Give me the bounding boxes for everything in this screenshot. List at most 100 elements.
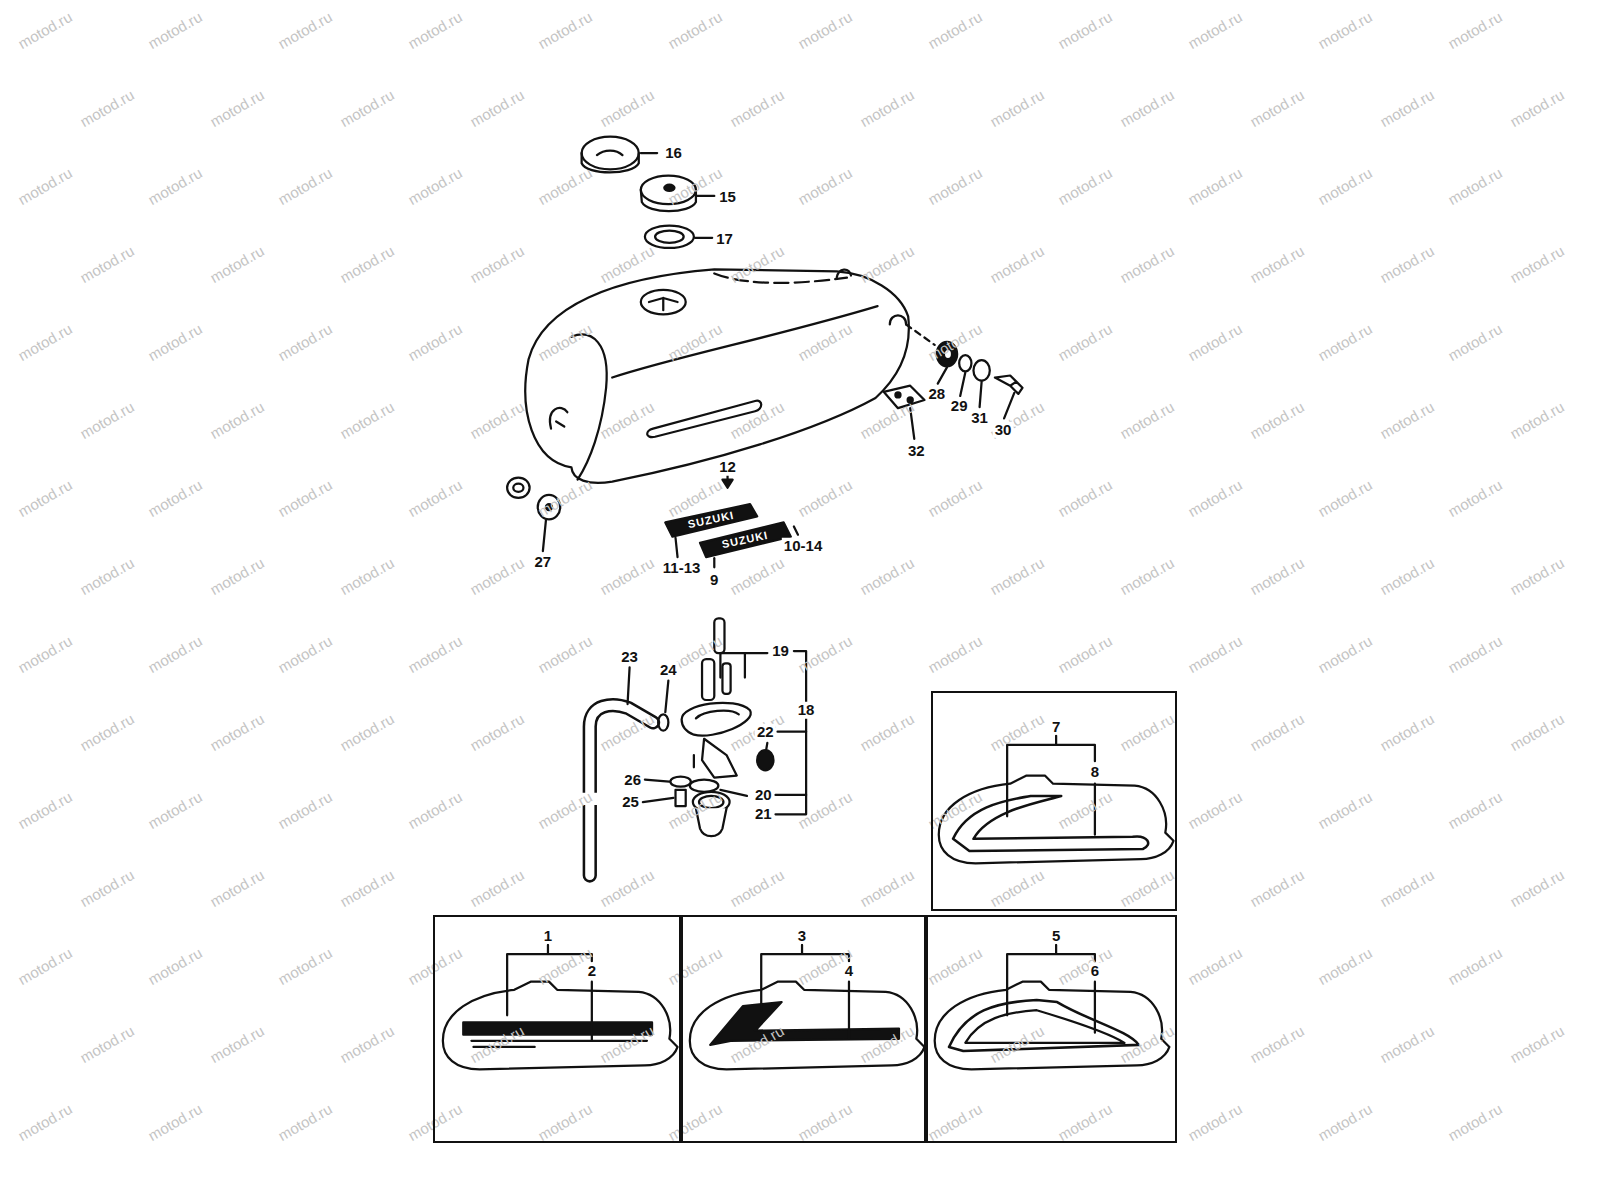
callout-number: 11-13: [661, 560, 703, 577]
watermark: motod.ru: [535, 788, 595, 832]
watermark: motod.ru: [15, 8, 75, 52]
watermark: motod.ru: [145, 632, 205, 676]
watermark: motod.ru: [467, 1022, 527, 1066]
watermark: motod.ru: [77, 554, 137, 598]
emblem-text: SUZUKI: [721, 530, 769, 551]
watermark: motod.ru: [727, 554, 787, 598]
watermark: motod.ru: [1445, 944, 1505, 988]
watermark: motod.ru: [925, 476, 985, 520]
watermark: motod.ru: [1185, 476, 1245, 520]
callout-number: 18: [796, 702, 817, 719]
watermark: motod.ru: [1055, 320, 1115, 364]
watermark: motod.ru: [405, 164, 465, 208]
watermark: motod.ru: [1117, 86, 1177, 130]
watermark: motod.ru: [405, 8, 465, 52]
callout-number: 15: [717, 189, 738, 206]
watermark: motod.ru: [467, 866, 527, 910]
callout-number: 5: [1050, 927, 1062, 944]
watermark: motod.ru: [1507, 554, 1567, 598]
watermark: motod.ru: [207, 1022, 267, 1066]
callout-number: 4: [843, 963, 855, 980]
watermark: motod.ru: [1247, 554, 1307, 598]
watermark: motod.ru: [467, 398, 527, 442]
watermark: motod.ru: [1315, 788, 1375, 832]
watermark: motod.ru: [1377, 1022, 1437, 1066]
watermark: motod.ru: [1507, 710, 1567, 754]
watermark: motod.ru: [1117, 866, 1177, 910]
watermark: motod.ru: [405, 476, 465, 520]
watermark: motod.ru: [15, 164, 75, 208]
watermark: motod.ru: [145, 788, 205, 832]
callout-number: 16: [663, 145, 684, 162]
watermark: motod.ru: [405, 944, 465, 988]
variant-panel: 34: [681, 915, 926, 1143]
watermark: motod.ru: [597, 1022, 657, 1066]
watermark: motod.ru: [15, 944, 75, 988]
variant-panel: 56: [926, 915, 1177, 1143]
watermark: motod.ru: [857, 398, 917, 442]
callout-number: 12: [717, 459, 738, 476]
watermark: motod.ru: [1507, 866, 1567, 910]
watermark: motod.ru: [1185, 788, 1245, 832]
callout-number: 1: [542, 927, 554, 944]
watermark: motod.ru: [1185, 320, 1245, 364]
watermark: motod.ru: [857, 86, 917, 130]
watermark: motod.ru: [1445, 632, 1505, 676]
watermark: motod.ru: [925, 788, 985, 832]
watermark: motod.ru: [1315, 632, 1375, 676]
watermark: motod.ru: [77, 710, 137, 754]
watermark: motod.ru: [1055, 476, 1115, 520]
callout-number: 20: [753, 787, 774, 804]
watermark: motod.ru: [987, 86, 1047, 130]
watermark: motod.ru: [1055, 8, 1115, 52]
callout-number: 10-14: [782, 538, 824, 555]
watermark: motod.ru: [1315, 320, 1375, 364]
watermark: motod.ru: [795, 476, 855, 520]
variant-panel: 12: [433, 915, 681, 1143]
watermark: motod.ru: [1445, 476, 1505, 520]
watermark: motod.ru: [1507, 86, 1567, 130]
watermark: motod.ru: [1247, 86, 1307, 130]
watermark: motod.ru: [795, 164, 855, 208]
watermark: motod.ru: [857, 710, 917, 754]
watermark: motod.ru: [337, 866, 397, 910]
watermark: motod.ru: [727, 866, 787, 910]
callout-number: 17: [714, 231, 735, 248]
watermark: motod.ru: [1117, 554, 1177, 598]
watermark: motod.ru: [727, 242, 787, 286]
watermark: motod.ru: [535, 164, 595, 208]
watermark: motod.ru: [15, 788, 75, 832]
watermark: motod.ru: [405, 1100, 465, 1144]
callout-number: 7: [1050, 718, 1062, 735]
watermark: motod.ru: [535, 476, 595, 520]
callout-number: 32: [906, 443, 927, 460]
watermark: motod.ru: [77, 86, 137, 130]
watermark: motod.ru: [275, 8, 335, 52]
watermark: motod.ru: [987, 866, 1047, 910]
callout-number: 21: [753, 806, 774, 823]
watermark: motod.ru: [795, 788, 855, 832]
watermark: motod.ru: [207, 866, 267, 910]
watermark: motod.ru: [1185, 164, 1245, 208]
watermark: motod.ru: [727, 398, 787, 442]
watermark: motod.ru: [925, 8, 985, 52]
watermark: motod.ru: [1055, 788, 1115, 832]
watermark: motod.ru: [1315, 8, 1375, 52]
callout-number: 8: [1089, 764, 1101, 781]
watermark: motod.ru: [925, 632, 985, 676]
callout-number: 27: [533, 554, 554, 571]
watermark: motod.ru: [795, 8, 855, 52]
watermark: motod.ru: [15, 632, 75, 676]
watermark: motod.ru: [1507, 242, 1567, 286]
watermark: motod.ru: [795, 320, 855, 364]
watermark: motod.ru: [207, 710, 267, 754]
watermark: motod.ru: [535, 320, 595, 364]
watermark: motod.ru: [795, 632, 855, 676]
callout-number: 3: [796, 927, 808, 944]
watermark: motod.ru: [987, 242, 1047, 286]
watermark: motod.ru: [145, 944, 205, 988]
watermark: motod.ru: [145, 320, 205, 364]
watermark: motod.ru: [337, 242, 397, 286]
watermark: motod.ru: [1185, 1100, 1245, 1144]
